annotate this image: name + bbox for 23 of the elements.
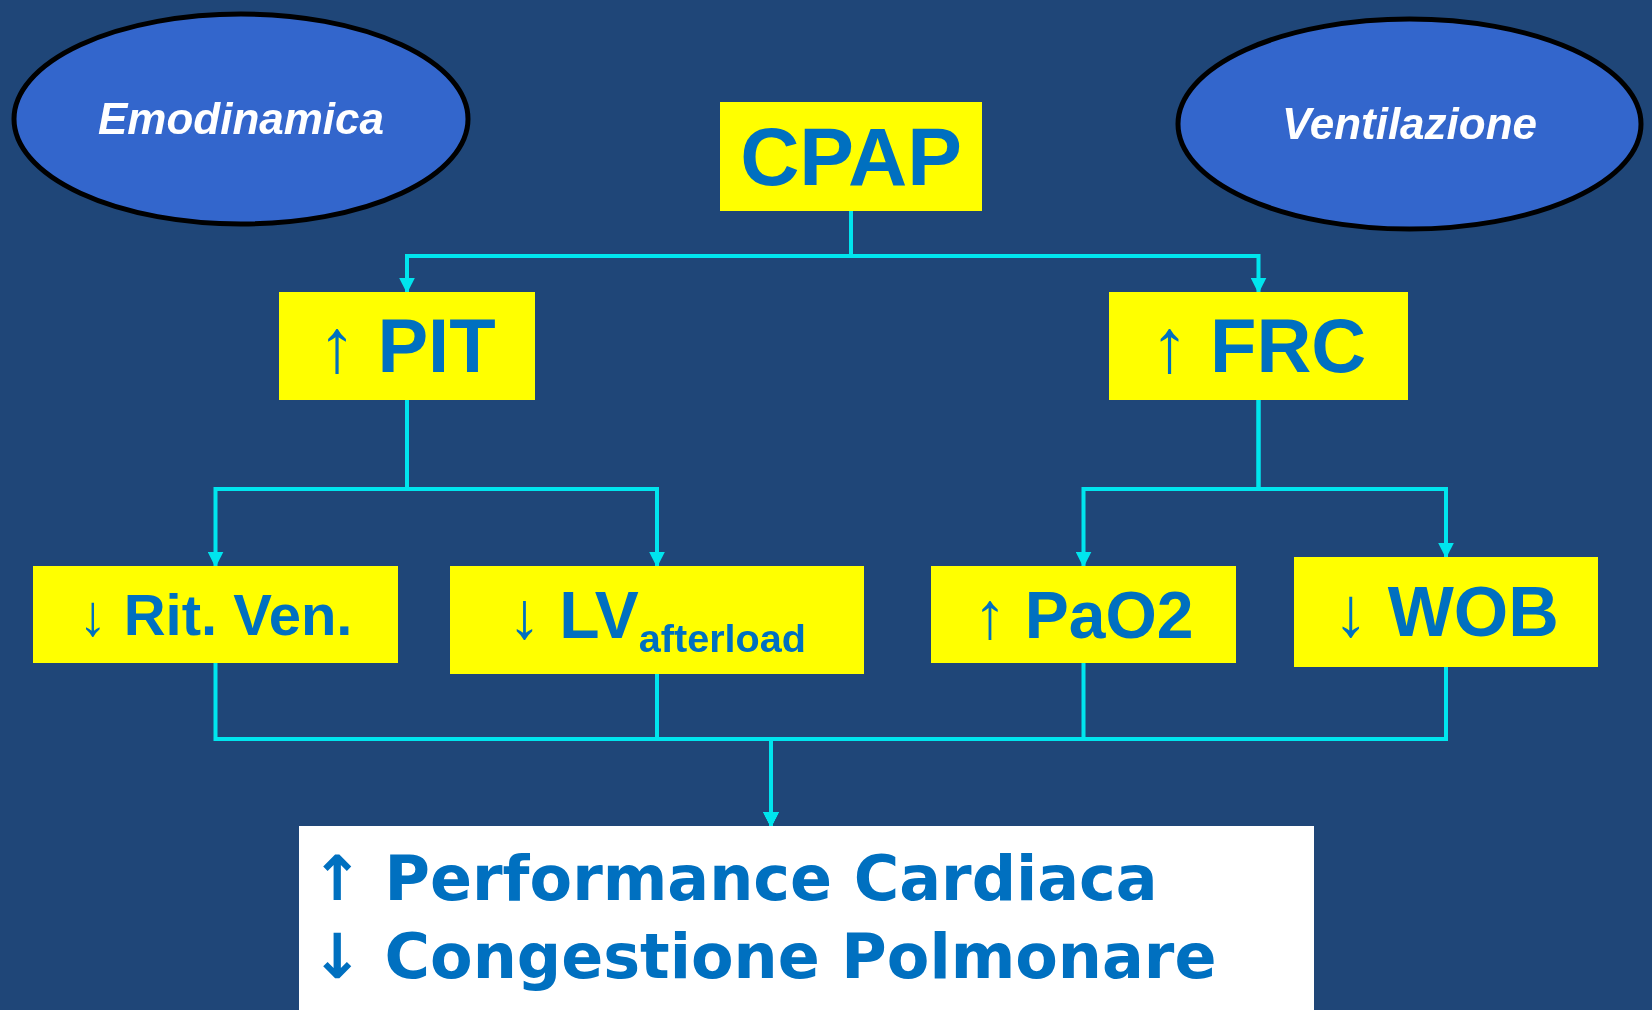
- node-text: CPAP: [740, 115, 962, 198]
- node-text: ↓ WOB: [1333, 577, 1559, 647]
- node-text: ↑ PaO2: [973, 581, 1194, 648]
- process-box: [720, 102, 982, 211]
- process-box: [450, 566, 864, 674]
- result-box: [299, 826, 1314, 1010]
- connector-arrow: [849, 211, 1267, 294]
- node-text: ↑ Performance Cardiaca: [311, 848, 1158, 910]
- process-box: [1109, 292, 1408, 400]
- node-text: ↓ LV$_{afterload}$: [508, 581, 806, 659]
- process-box: [1294, 557, 1598, 667]
- node-text: ↑ FRC: [1150, 308, 1367, 384]
- connector-arrow: [1256, 400, 1454, 559]
- process-box: [931, 566, 1236, 663]
- node-text: ↓ Rit. Ven.: [78, 585, 353, 644]
- ellipse-node: [1175, 16, 1644, 232]
- process-box: [33, 566, 398, 663]
- heading-text: Emodinamica: [97, 97, 385, 141]
- ellipse-node: [11, 11, 471, 227]
- process-box: [279, 292, 535, 400]
- node-text: ↑ PIT: [318, 308, 496, 384]
- connector-arrow: [405, 400, 665, 568]
- heading-text: Ventilazione: [1281, 102, 1538, 146]
